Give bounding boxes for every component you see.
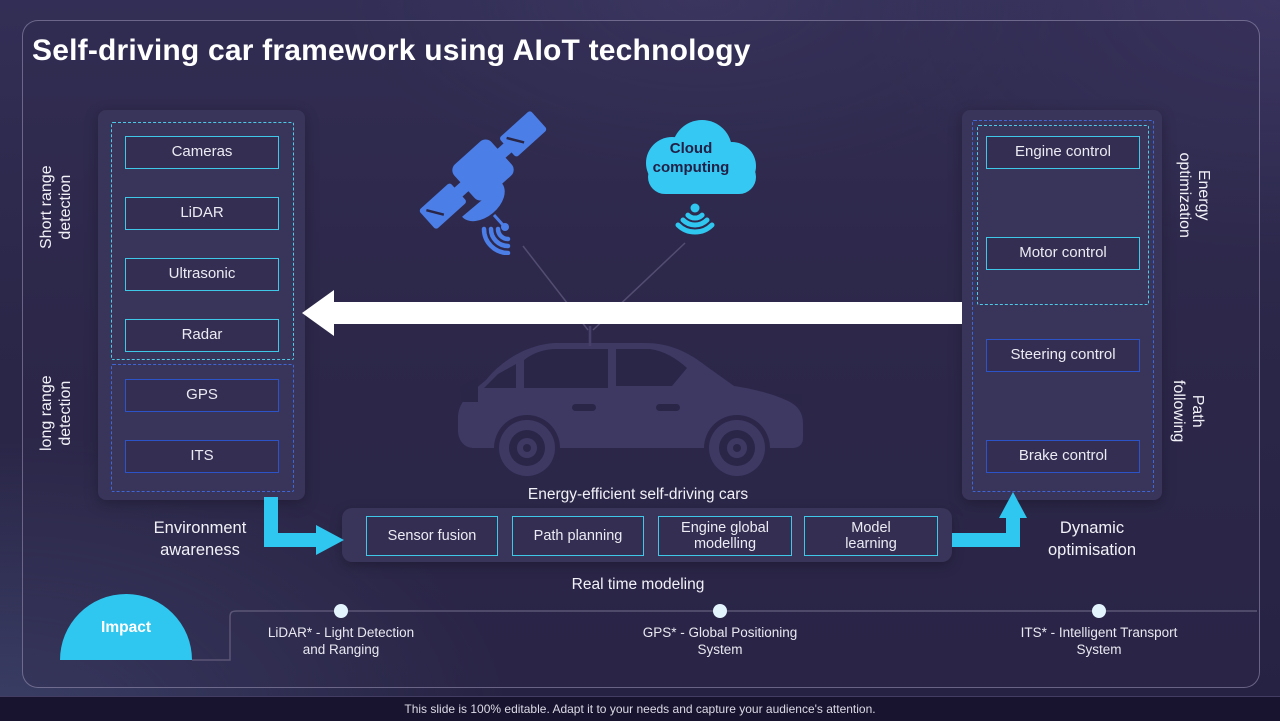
box-model-learning: Model learning bbox=[804, 516, 938, 556]
long-range-group-outline bbox=[111, 364, 294, 492]
box-its: ITS bbox=[125, 440, 279, 473]
cloud-computing-icon bbox=[646, 120, 756, 235]
satellite-icon bbox=[419, 111, 547, 255]
box-motor-control: Motor control bbox=[986, 237, 1140, 270]
box-steering-control: Steering control bbox=[986, 339, 1140, 372]
label-short-range-detection: Short range detection bbox=[37, 165, 74, 249]
glossary-its: ITS* - Intelligent Transport System bbox=[1020, 625, 1178, 657]
glossary-gps: GPS* - Global Positioning System bbox=[642, 625, 798, 657]
impact-label: Impact bbox=[101, 619, 151, 636]
box-radar: Radar bbox=[125, 319, 279, 352]
short-range-group-outline bbox=[111, 122, 294, 360]
sensing-panel bbox=[98, 110, 305, 500]
box-engine-global-modelling: Engine global modelling bbox=[658, 516, 792, 556]
control-panel bbox=[962, 110, 1162, 500]
label-energy-optimization: Energy optimization bbox=[1176, 152, 1213, 238]
dynamic-optimisation-label: Dynamic optimisation bbox=[1047, 519, 1137, 560]
environment-awareness-label: Environment awareness bbox=[153, 519, 247, 560]
car-caption: Energy-efficient self-driving cars bbox=[527, 486, 749, 503]
pipeline-caption: Real time modeling bbox=[571, 576, 705, 593]
glossary-lidar: LiDAR* - Light Detection and Ranging bbox=[267, 625, 415, 657]
box-cameras: Cameras bbox=[125, 136, 279, 169]
energy-group-outline bbox=[977, 125, 1149, 305]
box-brake-control: Brake control bbox=[986, 440, 1140, 473]
cloud-computing-label: Cloud computing bbox=[652, 140, 730, 176]
label-long-range-detection: long range detection bbox=[37, 375, 74, 451]
box-engine-control: Engine control bbox=[986, 136, 1140, 169]
box-path-planning: Path planning bbox=[512, 516, 644, 556]
box-gps: GPS bbox=[125, 379, 279, 412]
impact-shape bbox=[60, 594, 192, 660]
page-title: Self-driving car framework using AIoT te… bbox=[32, 34, 751, 67]
box-sensor-fusion: Sensor fusion bbox=[366, 516, 498, 556]
label-path-following: Path following bbox=[1170, 380, 1207, 443]
footer-text: This slide is 100% editable. Adapt it to… bbox=[404, 702, 876, 716]
control-group-outline bbox=[972, 120, 1154, 492]
car-icon bbox=[458, 343, 803, 476]
box-lidar: LiDAR bbox=[125, 197, 279, 230]
footer-bar: This slide is 100% editable. Adapt it to… bbox=[0, 696, 1280, 721]
box-ultrasonic: Ultrasonic bbox=[125, 258, 279, 291]
